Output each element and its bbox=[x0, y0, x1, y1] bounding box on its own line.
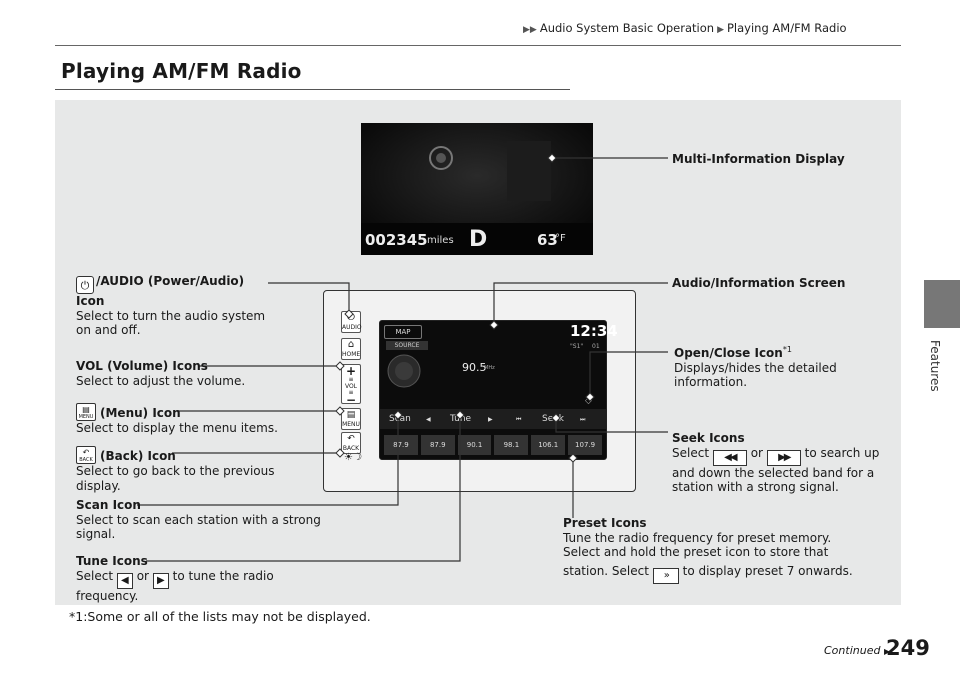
menu-icon: ▤ bbox=[346, 410, 356, 420]
continued-label: Continued ▶ bbox=[824, 644, 891, 657]
tune-down-icon[interactable]: ◀ bbox=[426, 416, 431, 423]
odometer-value: 002345 bbox=[365, 231, 428, 249]
scan-button[interactable]: Scan bbox=[389, 414, 411, 424]
menu-callout: ▤MENU(Menu) Icon Select to display the m… bbox=[76, 403, 278, 435]
breadcrumb-item-1: Audio System Basic Operation bbox=[539, 21, 715, 35]
tune-up-icon: ▶ bbox=[152, 572, 169, 589]
home-icon: ⌂ bbox=[347, 339, 355, 350]
preset-button[interactable]: 87.9 bbox=[420, 435, 455, 455]
source-button[interactable]: SOURCE bbox=[386, 341, 428, 350]
power-icon: ⏻ bbox=[347, 312, 355, 323]
audio-info-screen-label: Audio/Information Screen bbox=[672, 276, 846, 290]
audio-information-screen: MAP 12:34 SOURCE "S1" 01 90.5 MHz ◇ Scan… bbox=[379, 320, 618, 460]
breadcrumb: ▶▶Audio System Basic Operation▶Playing A… bbox=[520, 21, 847, 35]
open-close-icon[interactable]: ◇ bbox=[585, 396, 592, 406]
odometer-unit: miles bbox=[427, 235, 454, 246]
map-button[interactable]: MAP bbox=[384, 325, 422, 339]
multi-info-label: Multi-Information Display bbox=[672, 152, 845, 166]
page-number: 249 bbox=[886, 636, 930, 660]
breadcrumb-arrow-icon: ▶▶ bbox=[523, 25, 537, 35]
station-name: "S1" bbox=[570, 343, 584, 350]
seek-down-icon[interactable]: ⏮ bbox=[516, 416, 522, 423]
audio-button[interactable]: ⏻AUDIO bbox=[341, 311, 362, 333]
continue-arrow-icon: ▶ bbox=[883, 647, 891, 656]
preset-bar: 87.9 87.9 90.1 98.1 106.1 107.9 bbox=[380, 435, 606, 455]
control-bar bbox=[380, 409, 606, 429]
power-audio-callout: ⏻/AUDIO (Power/Audio) Icon Select to tur… bbox=[76, 274, 266, 337]
back-button[interactable]: ↶BACK bbox=[341, 432, 361, 454]
back-icon: ↶BACK bbox=[76, 446, 96, 464]
brightness-icon[interactable]: ☀☽ bbox=[344, 452, 362, 463]
header-rule bbox=[55, 45, 901, 46]
seek-up-icon[interactable]: ⏭ bbox=[580, 416, 586, 423]
preset-button[interactable]: 98.1 bbox=[494, 435, 529, 455]
breadcrumb-item-2: Playing AM/FM Radio bbox=[726, 21, 847, 35]
fm-logo-icon bbox=[387, 354, 421, 388]
breadcrumb-arrow-icon: ▶ bbox=[717, 25, 724, 35]
page-title: Playing AM/FM Radio bbox=[61, 59, 302, 83]
menu-icon: ▤MENU bbox=[76, 403, 96, 421]
tune-callout: Tune Icons Select ◀ or ▶ to tune the rad… bbox=[76, 554, 274, 603]
temperature-value: 63 bbox=[537, 231, 558, 249]
preset-callout: Preset Icons Tune the radio frequency fo… bbox=[563, 516, 853, 584]
open-close-callout: Open/Close Icon*1 Displays/hides the det… bbox=[674, 345, 837, 389]
gear-indicator: D bbox=[469, 227, 488, 252]
footnote: *1:Some or all of the lists may not be d… bbox=[69, 609, 371, 624]
power-icon: ⏻ bbox=[76, 276, 94, 294]
tune-down-icon: ◀ bbox=[116, 572, 133, 589]
preset-button[interactable]: 107.9 bbox=[568, 435, 602, 455]
frequency-unit: MHz bbox=[484, 365, 495, 371]
seek-callout: Seek Icons Select ◀◀ or ▶▶ to search up … bbox=[672, 431, 880, 494]
preset-count: 01 bbox=[592, 343, 600, 350]
more-presets-icon: » bbox=[652, 567, 679, 584]
section-tab bbox=[924, 280, 960, 328]
clock: 12:34 bbox=[570, 322, 618, 340]
volume-buttons[interactable]: +≡VOL≡− bbox=[341, 364, 361, 407]
preset-button[interactable]: 106.1 bbox=[531, 435, 566, 455]
tune-up-icon[interactable]: ▶ bbox=[488, 416, 493, 423]
volume-down-icon: − bbox=[345, 393, 357, 407]
seek-up-icon: ▶▶ bbox=[766, 449, 801, 466]
menu-button[interactable]: ▤MENU bbox=[341, 408, 361, 430]
back-callout: ↶BACK(Back) Icon Select to go back to th… bbox=[76, 446, 275, 493]
display-graphic bbox=[361, 123, 593, 255]
scan-callout: Scan Icon Select to scan each station wi… bbox=[76, 498, 321, 541]
back-icon: ↶ bbox=[347, 434, 355, 444]
frequency: 90.5 bbox=[462, 361, 487, 374]
multi-information-display-image: 002345 miles D 63 °F bbox=[361, 123, 593, 255]
seek-down-icon: ◀◀ bbox=[712, 449, 747, 466]
preset-button[interactable]: 90.1 bbox=[457, 435, 492, 455]
volume-callout: VOL (Volume) Icons Select to adjust the … bbox=[76, 359, 246, 388]
home-button[interactable]: ⌂HOME bbox=[341, 338, 361, 360]
preset-button[interactable]: 87.9 bbox=[384, 435, 418, 455]
volume-up-icon: + bbox=[345, 364, 357, 378]
title-rule bbox=[55, 89, 570, 90]
temperature-unit: °F bbox=[555, 233, 566, 244]
